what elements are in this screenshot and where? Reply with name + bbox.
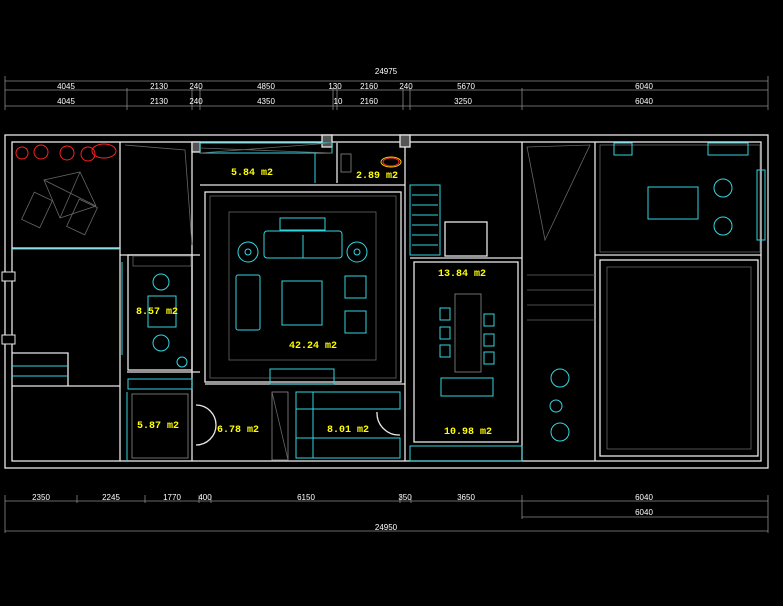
stair-and-dining: 13.84 m2 10.98 m2 xyxy=(409,184,523,462)
room-wc: 2.89 m2 xyxy=(336,143,402,183)
dim-top2-6: 3250 xyxy=(454,97,472,106)
dim-top1-8: 6040 xyxy=(635,82,653,91)
room-tea: 8.57 m2 xyxy=(121,254,193,371)
room-area-dining: 13.84 m2 xyxy=(438,269,486,280)
dim-top1-6: 240 xyxy=(399,82,413,91)
dim-top1-7: 5670 xyxy=(457,82,475,91)
dim-top-total: 24975 xyxy=(375,67,398,76)
dim-bottom-7: 6040 xyxy=(635,493,653,502)
room-area-tea: 8.57 m2 xyxy=(136,307,178,318)
dim-top2-3: 4350 xyxy=(257,97,275,106)
dim-top2-0: 4045 xyxy=(57,97,75,106)
room-storage: 5.87 m2 xyxy=(126,378,193,461)
living-room: 42.24 m2 xyxy=(204,191,402,385)
dim-top2-7: 6040 xyxy=(635,97,653,106)
room-area-storage: 5.87 m2 xyxy=(137,421,179,432)
dim-bottom-3: 400 xyxy=(198,493,212,502)
dim-top1-5: 2160 xyxy=(360,82,378,91)
dim-bottom-2: 1770 xyxy=(163,493,181,502)
dim-bottom2-0: 6040 xyxy=(635,508,653,517)
dim-top2-4: 10 xyxy=(334,97,343,106)
left-terrace xyxy=(12,143,193,377)
dim-top1-3: 4850 xyxy=(257,82,275,91)
dim-bottom-0: 2350 xyxy=(32,493,50,502)
room-area-study: 10.98 m2 xyxy=(444,427,492,438)
top-dimension-chain: 24975 4045 2130 240 4850 130 2160 240 56… xyxy=(4,67,769,110)
dim-bottom-total: 24950 xyxy=(375,523,398,532)
dim-top1-0: 4045 xyxy=(57,82,75,91)
dim-bottom-6: 3650 xyxy=(457,493,475,502)
dim-bottom-4: 6150 xyxy=(297,493,315,502)
dim-top1-2: 240 xyxy=(189,82,203,91)
room-area-living: 42.24 m2 xyxy=(289,341,337,352)
room-area-kitchen: 8.01 m2 xyxy=(327,425,369,436)
dim-bottom-5: 350 xyxy=(398,493,412,502)
room-hall: 6.78 m2 xyxy=(195,391,289,461)
dim-top2-5: 2160 xyxy=(360,97,378,106)
exterior-walls xyxy=(1,134,769,469)
dim-top1-4: 130 xyxy=(328,82,342,91)
room-corridor-top: 5.84 m2 xyxy=(199,142,333,183)
dim-top2-2: 240 xyxy=(189,97,203,106)
bottom-dimension-chain: 2350 2245 1770 400 6150 350 3650 6040 60… xyxy=(4,493,769,533)
interior-walls xyxy=(12,134,761,461)
right-garden xyxy=(526,142,766,457)
room-area-wc: 2.89 m2 xyxy=(356,171,398,182)
dim-top1-1: 2130 xyxy=(150,82,168,91)
dim-top2-1: 2130 xyxy=(150,97,168,106)
room-kitchen: 8.01 m2 xyxy=(295,391,401,459)
dim-bottom-1: 2245 xyxy=(102,493,120,502)
room-area-corridor: 5.84 m2 xyxy=(231,168,273,179)
room-area-hall: 6.78 m2 xyxy=(217,425,259,436)
